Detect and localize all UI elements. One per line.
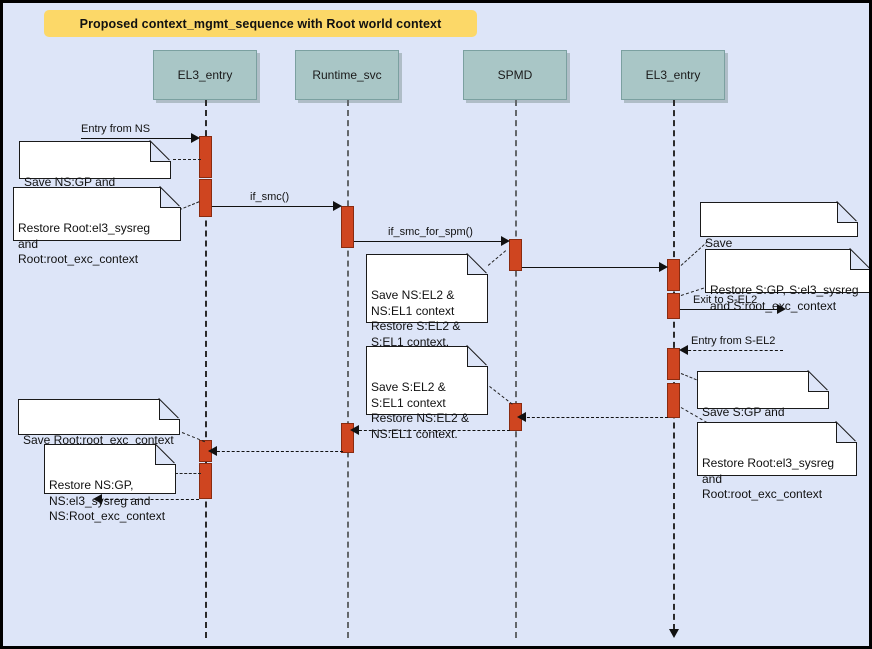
- message-label-entry-from-ns: Entry from NS: [79, 123, 153, 135]
- participant-runtime-svc[interactable]: Runtime_svc: [295, 50, 399, 100]
- note-save-root-exc-context-right: Save Root:root_exc_context: [700, 202, 858, 266]
- note-text: Save Root:root_exc_context: [23, 433, 174, 447]
- note-fold-icon: [850, 249, 869, 270]
- note-connector: [176, 430, 206, 443]
- note-fold-icon: [467, 254, 488, 275]
- activation-bar: [199, 463, 212, 499]
- note-fold-icon: [159, 399, 180, 420]
- note-text: Restore Root:el3_sysreg and Root:root_ex…: [18, 221, 151, 266]
- diagram-title-banner: Proposed context_mgmt_sequence with Root…: [44, 10, 477, 37]
- note-text: Restore NS:GP, NS:el3_sysreg and NS:Root…: [49, 478, 166, 523]
- note-restore-ns-gp: Restore NS:GP, NS:el3_sysreg and NS:Root…: [44, 444, 176, 523]
- message-line-if-smc-for-spm: [354, 241, 508, 242]
- note-fold-icon: [155, 444, 176, 465]
- message-line-exit-to-s-el2: [680, 309, 784, 310]
- arrow-right-icon: [659, 262, 668, 272]
- participant-el3-entry-left[interactable]: EL3_entry: [153, 50, 257, 100]
- message-line-return-spmd-to-runtime-svc: [354, 430, 510, 431]
- note-text: Restore Root:el3_sysreg and Root:root_ex…: [702, 456, 835, 501]
- participant-label: EL3_entry: [177, 68, 233, 82]
- activation-bar: [509, 239, 522, 271]
- arrow-right-icon: [333, 201, 342, 211]
- message-line-final-return: [100, 499, 199, 500]
- message-label-if-smc: if_smc(): [248, 191, 292, 203]
- note-fold-icon: [837, 202, 858, 223]
- activation-bar: [199, 179, 212, 217]
- note-text: Restore S:GP, S:el3_sysreg and S:root_ex…: [710, 283, 859, 313]
- note-fold-icon: [160, 187, 181, 208]
- note-text: Save NS:EL2 & NS:EL1 context Restore S:E…: [371, 288, 461, 349]
- note-connector: [175, 473, 201, 474]
- note-text: Save S:EL2 & S:EL1 context Restore NS:EL…: [371, 380, 470, 441]
- note-connector: [163, 159, 201, 160]
- note-fold-icon: [467, 346, 488, 367]
- activation-bar: [667, 293, 680, 319]
- activation-bar: [667, 348, 680, 380]
- participant-label: SPMD: [497, 68, 533, 82]
- note-save-s-el2-restore-ns-el2: Save S:EL2 & S:EL1 context Restore NS:EL…: [366, 346, 488, 441]
- participant-label: Runtime_svc: [312, 68, 382, 82]
- message-label-if-smc-for-spm: if_smc_for_spm(): [386, 226, 475, 238]
- message-line-entry-from-ns: [81, 138, 198, 139]
- arrow-right-icon: [501, 236, 510, 246]
- arrow-right-icon: [777, 304, 786, 314]
- activation-bar: [199, 136, 212, 178]
- lifeline-spmd: [515, 100, 517, 638]
- note-restore-root-el3-sysreg-right: Restore Root:el3_sysreg and Root:root_ex…: [697, 422, 857, 501]
- note-save-ns-el2-restore-s-el2: Save NS:EL2 & NS:EL1 context Restore S:E…: [366, 254, 488, 349]
- participant-label: EL3_entry: [645, 68, 701, 82]
- message-line-return-runtime-svc-to-el3-left: [212, 451, 343, 452]
- arrow-left-icon: [93, 494, 102, 504]
- arrow-left-icon: [208, 446, 217, 456]
- message-label-entry-from-s-el2: Entry from S-EL2: [689, 335, 778, 347]
- lifeline-runtime-svc: [347, 100, 349, 638]
- arrow-left-icon: [679, 345, 688, 355]
- message-line-spmd-to-el3-right: [522, 267, 666, 268]
- arrow-left-icon: [517, 412, 526, 422]
- arrow-left-icon: [350, 425, 359, 435]
- note-save-root-exc-context-left: Save Root:root_exc_context: [18, 399, 180, 447]
- note-connector: [680, 241, 709, 266]
- activation-bar: [667, 383, 680, 418]
- message-line-entry-from-s-el2: [683, 350, 783, 351]
- note-fold-icon: [836, 422, 857, 443]
- participant-spmd[interactable]: SPMD: [463, 50, 567, 100]
- activation-bar: [341, 206, 354, 248]
- message-line-if-smc: [212, 206, 340, 207]
- note-save-ns-gp: Save NS:GP and NS:Root_exc_context: [19, 141, 171, 205]
- arrow-right-icon: [191, 133, 200, 143]
- message-line-return-el3-right-to-spmd: [522, 417, 668, 418]
- note-fold-icon: [808, 371, 829, 392]
- note-save-s-gp: Save S:GP and S:root_exc_context: [697, 371, 829, 435]
- diagram-title: Proposed context_mgmt_sequence with Root…: [79, 16, 442, 31]
- note-restore-root-el3-sysreg: Restore Root:el3_sysreg and Root:root_ex…: [13, 187, 181, 266]
- lifeline-el3-entry-left: [205, 100, 207, 638]
- lifeline-end-arrow-icon: [669, 629, 679, 638]
- message-label-exit-to-s-el2: Exit to S-EL2: [691, 294, 760, 306]
- participant-el3-entry-right[interactable]: EL3_entry: [621, 50, 725, 100]
- note-fold-icon: [150, 141, 171, 162]
- note-restore-s-gp: Restore S:GP, S:el3_sysreg and S:root_ex…: [705, 249, 869, 313]
- activation-bar: [667, 259, 680, 291]
